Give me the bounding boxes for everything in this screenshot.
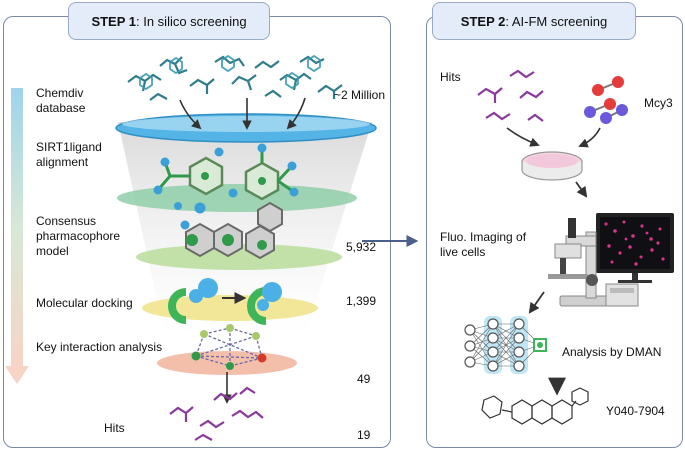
layer-interaction [157,351,297,375]
compound-structure [481,387,589,425]
monitor [596,213,674,283]
step1-hits-count: 19 [357,428,371,442]
imaging-label: Fluo. Imaging of live cells [440,230,527,259]
petri-dish [521,151,583,181]
step2-title: : AI-FM screening [505,13,608,29]
layer-alignment [117,184,357,212]
pharmacophore-molecule [174,201,283,260]
layer-pharmacophore [136,244,342,270]
step2-hits-molecules [477,69,544,122]
step1-hits-label: Hits [104,421,125,435]
interaction-network [195,327,263,367]
stage-alignment-label: SIRT1ligand alignment [36,140,102,169]
library-molecules [127,55,343,101]
stage-chemdiv-label: Chemdiv database [36,86,86,115]
probe-label: Mcy3 [644,96,673,110]
stage-pharmacophore-label: Consensus pharmacophore model [36,214,121,258]
mcy3-probe [584,76,628,124]
library-size: ~2 Million [334,88,386,102]
step1-label: STEP 1 [91,13,136,29]
step2-hits-label: Hits [440,70,461,84]
library-arrows [179,97,306,130]
stage-docking-label: Molecular docking [36,296,133,310]
step1-tab: STEP 1 : In silico screening [68,2,270,40]
count-docking: 1,399 [346,294,377,308]
compound-id: Y040-7904 [606,404,665,418]
step1-hits-molecules [169,386,264,441]
count-pharmacophore: 5,932 [346,240,377,254]
neural-network [464,316,547,374]
step2-label: STEP 2 [460,13,506,29]
analysis-label: Analysis by DMAN [562,345,662,359]
stage-interaction-label: Key interaction analysis [36,340,163,354]
microscope [548,218,639,307]
step2-tab: STEP 2 : AI-FM screening [432,2,636,40]
count-interaction: 49 [357,372,371,386]
progress-gradient-arrow [5,88,29,384]
step1-title: : In silico screening [136,13,247,29]
alignment-molecules [153,143,299,201]
docking-graphic [168,278,282,325]
